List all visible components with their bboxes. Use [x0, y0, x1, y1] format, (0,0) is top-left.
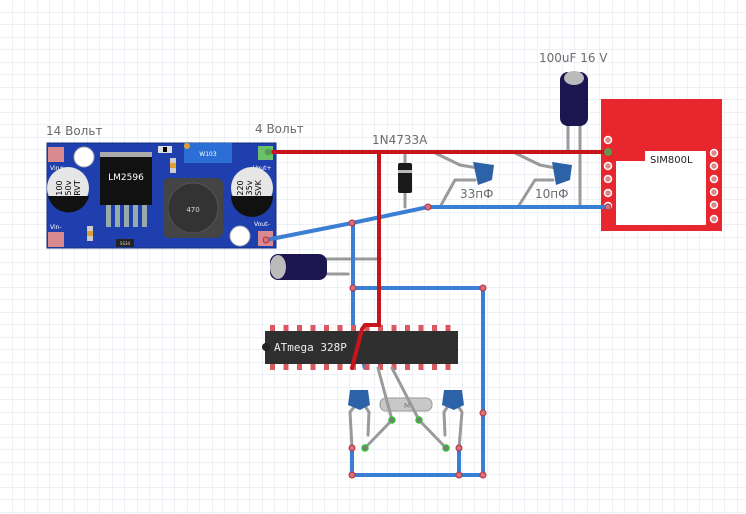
chip-pin[interactable]	[378, 325, 383, 331]
sim800l-label: SIM800L	[650, 155, 693, 166]
zener-diode-1n4733a[interactable]	[398, 150, 412, 209]
potentiometer[interactable]	[184, 143, 232, 163]
ss34-label: SS34	[120, 241, 131, 246]
vin-plus-pad[interactable]	[48, 147, 64, 162]
mount-hole	[229, 225, 251, 247]
chip-pin[interactable]	[445, 364, 451, 370]
cap-out-text: 220	[236, 180, 245, 195]
chip-pin[interactable]	[270, 364, 275, 370]
chip-pin[interactable]	[378, 364, 383, 370]
chip-pin[interactable]	[270, 325, 275, 331]
chip-pin[interactable]	[364, 325, 370, 331]
vin-minus-label: Vin-	[50, 224, 62, 231]
ceramic-capacitor-crystal-right[interactable]	[442, 390, 464, 450]
ss34-diode	[116, 239, 134, 247]
cap-10-label: 10пФ	[535, 187, 568, 201]
chip-pin[interactable]	[324, 364, 329, 370]
ceramic-capacitor-10pf[interactable]	[511, 150, 572, 209]
chip-pin[interactable]	[405, 325, 410, 331]
positive-wires[interactable]	[266, 150, 612, 370]
cap-out-text: 35v	[245, 180, 254, 195]
chip-pin[interactable]	[445, 325, 451, 331]
diode-label: 1N4733A	[372, 133, 428, 147]
pot-label: W103	[199, 151, 217, 158]
wire-junctions	[262, 148, 612, 479]
mount-hole	[73, 146, 95, 168]
cap-large-label: 100uF 16 V	[539, 51, 608, 65]
chip-pin[interactable]	[297, 364, 302, 370]
chip-pin[interactable]	[418, 325, 424, 331]
crystal-label: M	[404, 402, 410, 410]
vin-minus-pad[interactable]	[48, 232, 64, 247]
ceramic-capacitor-crystal-left[interactable]	[348, 390, 371, 450]
lm2596-chip	[100, 152, 152, 205]
cap-in-text: RVT	[73, 180, 82, 196]
buck-converter-module[interactable]: Vin+ Vin- Vout+ Vout- 100 50v RVT 220 35…	[46, 142, 277, 249]
chip-pin[interactable]	[405, 364, 410, 370]
chip-pin[interactable]	[337, 325, 343, 331]
chip-pin[interactable]	[324, 325, 329, 331]
chip-pin[interactable]	[391, 325, 397, 331]
chip-pin[interactable]	[297, 325, 302, 331]
inductor-label: 470	[186, 206, 199, 214]
ceramic-capacitor-33pf[interactable]	[431, 150, 494, 209]
chip-pin[interactable]	[432, 325, 437, 331]
chip-pin[interactable]	[283, 325, 289, 331]
mcu-label: ATmega 328P	[274, 341, 347, 354]
chip-pin[interactable]	[418, 364, 424, 370]
chip-pin[interactable]	[351, 325, 356, 331]
chip-pin[interactable]	[310, 364, 316, 370]
chip-pin[interactable]	[283, 364, 289, 370]
cap-out-text: SVK	[254, 179, 263, 196]
chip-pin[interactable]	[391, 364, 397, 370]
cap-in-text: 50v	[64, 180, 73, 195]
output-voltage-label: 4 Вольт	[255, 122, 304, 136]
vout-plus-label: Vout+	[253, 165, 272, 172]
electrolytic-capacitor-100uf[interactable]	[560, 71, 588, 207]
crystal-oscillator[interactable]: M	[363, 366, 448, 450]
chip-pin[interactable]	[310, 325, 316, 331]
chip-pin[interactable]	[432, 364, 437, 370]
sim800l-module[interactable]: SIM800L	[601, 99, 722, 231]
cap-33-label: 33пФ	[460, 187, 493, 201]
vout-minus-label: Vout-	[254, 221, 270, 228]
vin-plus-label: Vin+	[50, 165, 64, 172]
chip-pin[interactable]	[364, 364, 370, 370]
input-voltage-label: 14 Вольт	[46, 124, 102, 138]
chip-label: LM2596	[108, 173, 144, 183]
chip-pin[interactable]	[337, 364, 343, 370]
cap-in-text: 100	[55, 180, 64, 195]
